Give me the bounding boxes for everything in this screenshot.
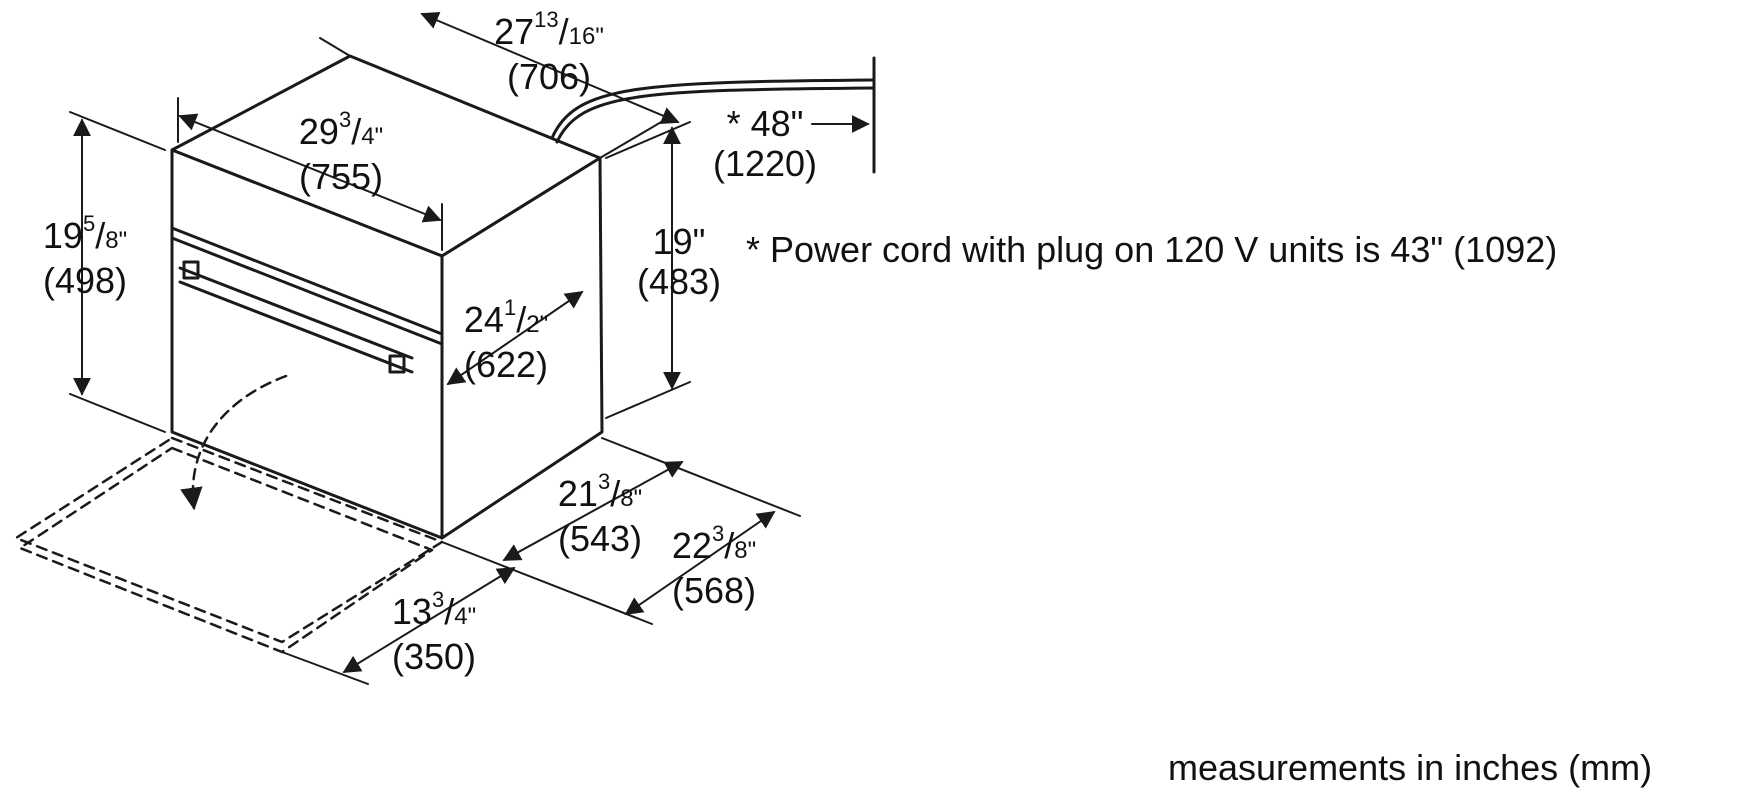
- door-top-line: [170, 236, 444, 346]
- measurements-footer: measurements in inches (mm): [1168, 747, 1653, 788]
- label-right-height: 19" (483): [636, 221, 722, 302]
- control-panel-line: [170, 226, 444, 336]
- label-cord: * 48" (1220): [712, 103, 818, 184]
- handle-left-bracket: [182, 260, 200, 280]
- door-handle-bottom: [178, 280, 414, 374]
- door-handle-top: [178, 266, 414, 360]
- power-cord-note: * Power cord with plug on 120 V units is…: [746, 229, 1558, 270]
- label-top-depth: 2713/16" (706): [494, 7, 604, 97]
- handle-right-bracket: [388, 354, 406, 374]
- label-door-swing: 133/4" (350): [391, 587, 477, 677]
- dim-depth-inner: [502, 461, 684, 561]
- oven-front-face: [170, 148, 444, 540]
- dim-door-swing: [342, 567, 516, 673]
- label-depth-outer: 223/8" (568): [671, 521, 757, 611]
- label-left-height: 195/8" (498): [42, 211, 128, 301]
- label-width: 293/4" (755): [298, 107, 384, 197]
- dim-depth-outer: [624, 510, 776, 616]
- dim-width: [178, 113, 442, 223]
- label-depth-inner: 213/8" (543): [557, 469, 643, 559]
- label-inner-width: 241/2" (622): [463, 295, 549, 385]
- dim-inner-width: [446, 290, 584, 386]
- door-swing-arrow: [180, 374, 288, 511]
- dim-top-depth: [420, 12, 680, 124]
